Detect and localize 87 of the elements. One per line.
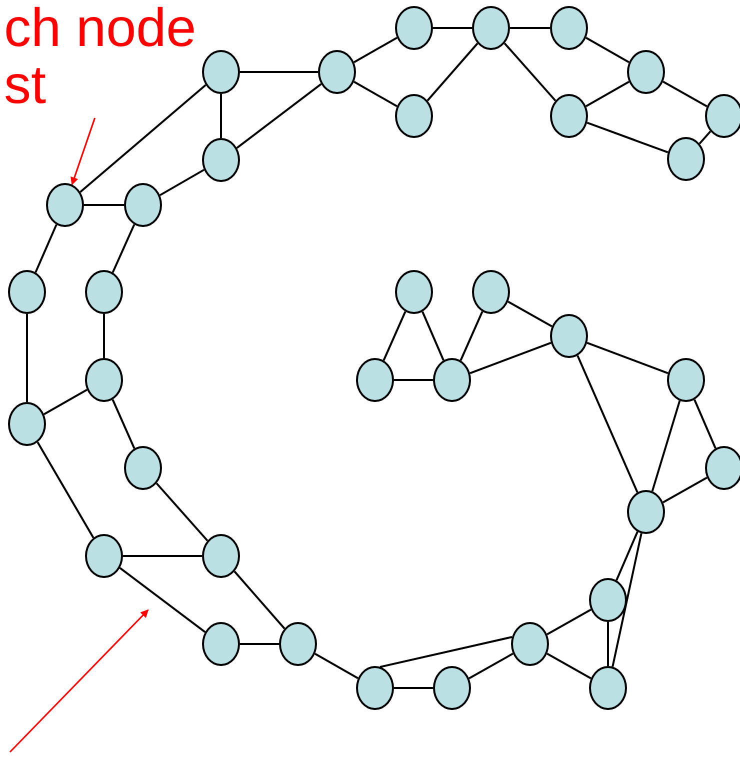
graph-node xyxy=(667,358,705,402)
graph-node xyxy=(550,314,588,358)
graph-node xyxy=(356,666,394,710)
graph-node xyxy=(705,446,740,490)
graph-node xyxy=(46,183,84,227)
edge-line xyxy=(426,42,478,102)
graph-node xyxy=(550,6,588,50)
edge-line xyxy=(234,570,286,630)
edge-line xyxy=(468,652,514,680)
graph-node xyxy=(472,270,510,314)
edge-line xyxy=(422,311,444,361)
graph-node xyxy=(395,270,433,314)
edge-line xyxy=(460,311,484,361)
graph-node xyxy=(279,622,317,666)
graph-node xyxy=(667,137,705,181)
edge-line xyxy=(123,555,202,557)
edge-line xyxy=(662,80,708,108)
graph-node xyxy=(705,94,740,138)
graph-node xyxy=(202,622,240,666)
edge-line xyxy=(504,42,556,102)
graph-node xyxy=(627,490,665,534)
edge-line xyxy=(394,687,433,689)
graph-node xyxy=(8,270,46,314)
graph-node xyxy=(589,666,627,710)
edge-line xyxy=(160,168,204,196)
edge-line xyxy=(698,130,712,144)
edge-line xyxy=(240,643,279,645)
graph-node xyxy=(85,534,123,578)
edge-line xyxy=(380,636,512,668)
edge-line xyxy=(576,355,638,493)
edge-line xyxy=(112,224,136,273)
edge-line xyxy=(314,652,358,680)
arrow xyxy=(70,118,96,186)
edge-line xyxy=(84,204,124,206)
edge-line xyxy=(586,80,630,108)
graph-node xyxy=(550,94,588,138)
graph-node xyxy=(202,138,240,182)
edge-line xyxy=(156,482,208,542)
graph-node xyxy=(124,446,162,490)
graph-node xyxy=(318,50,356,94)
edge-line xyxy=(662,476,708,504)
annotation-text: ch node st xyxy=(0,0,230,118)
graph-node xyxy=(124,183,162,227)
graph-node xyxy=(627,50,665,94)
edge-line xyxy=(508,300,552,328)
edge-line xyxy=(220,94,222,138)
edge-line xyxy=(26,314,28,402)
edge-line xyxy=(616,531,638,581)
edge-line xyxy=(651,400,681,492)
edge-line xyxy=(470,342,552,374)
edge-line xyxy=(612,533,642,667)
arrow xyxy=(9,609,149,753)
graph-node xyxy=(202,50,240,94)
edge-line xyxy=(586,342,668,374)
graph-node xyxy=(85,270,123,314)
edge-line xyxy=(586,36,630,64)
edge-line xyxy=(382,311,406,361)
edge-line xyxy=(354,80,398,108)
edge-line xyxy=(103,314,105,358)
edge-line xyxy=(236,83,322,149)
edge-line xyxy=(112,399,136,449)
graph-node xyxy=(433,666,471,710)
edge-line xyxy=(586,122,668,154)
edge-line xyxy=(34,224,58,273)
graph-node xyxy=(433,358,471,402)
graph-node xyxy=(472,6,510,50)
graph-node xyxy=(395,94,433,138)
edge-line xyxy=(546,608,592,636)
edge-line xyxy=(546,652,592,680)
edge-line xyxy=(394,379,433,381)
graph-node xyxy=(356,358,394,402)
graph-node xyxy=(85,358,123,402)
edge-line xyxy=(694,399,716,449)
graph-node xyxy=(8,402,46,446)
edge-line xyxy=(44,388,88,416)
edge-line xyxy=(36,442,94,538)
edge-line xyxy=(510,27,550,29)
edge-line xyxy=(119,567,206,633)
edge-line xyxy=(607,622,609,666)
graph-node xyxy=(589,578,627,622)
edge-line xyxy=(354,36,398,64)
graph-node xyxy=(511,622,549,666)
graph-node xyxy=(202,534,240,578)
edge-line xyxy=(240,71,318,73)
edge-line xyxy=(433,27,472,29)
edge-line xyxy=(80,84,206,193)
graph-node xyxy=(395,6,433,50)
